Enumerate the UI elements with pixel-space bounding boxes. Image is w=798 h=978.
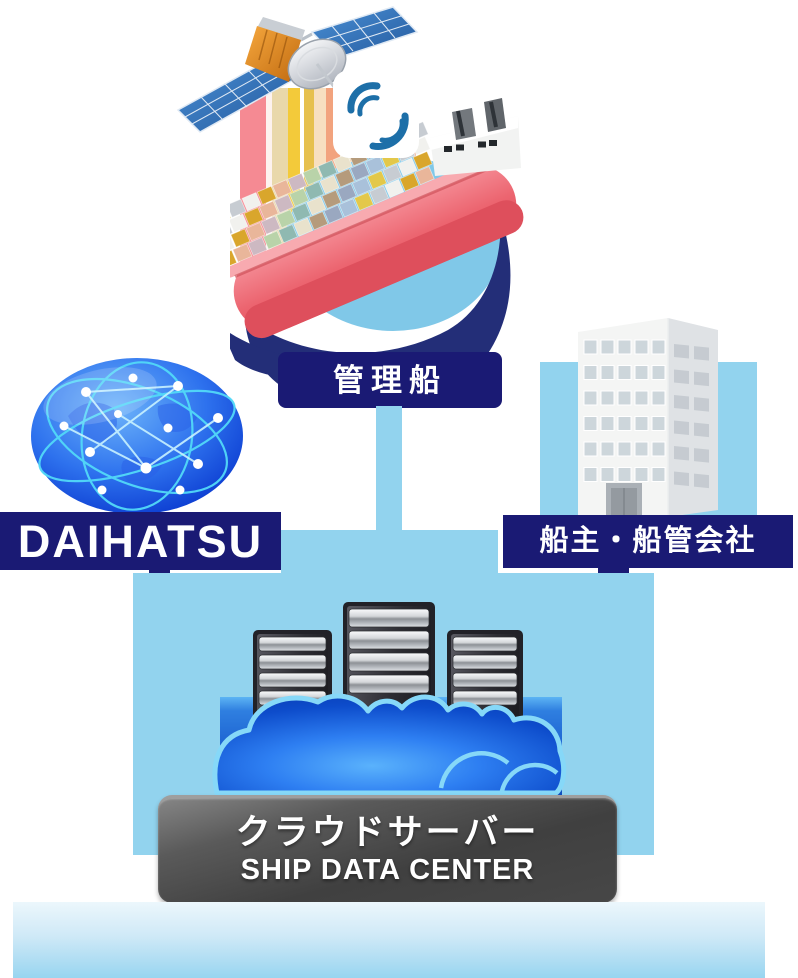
cloud-server-label-jp: クラウドサーバー [235,812,540,852]
owner-connector-stub [598,563,629,576]
managed-ship-label-text: 管理船 [333,362,447,398]
cloud-icon [212,693,567,796]
network-globe-icon [31,358,243,514]
ship-shadow [245,212,511,388]
managed-ship-label: 管理船 [278,352,502,408]
building-windows [583,339,709,489]
daihatsu-connector-stub [149,566,170,577]
connector-ship-vertical [376,406,402,532]
globe-network-chords [63,385,219,469]
daihatsu-logo-text: DAIHATSU [17,515,264,567]
satellite-body-top [257,17,305,42]
daihatsu-logo-label: DAIHATSU [0,512,281,570]
ship-owner-label: 船主・船管会社 [503,515,793,568]
cloud-server-label-en: SHIP DATA CENTER [240,854,535,887]
building-side-face [668,318,718,517]
cloud-server-plate: クラウドサーバー SHIP DATA CENTER [158,795,617,903]
ship-owner-label-text: 船主・船管会社 [539,525,757,557]
connector-horizontal-band [281,530,498,574]
wireless-signal-icon [333,70,419,158]
office-building-icon [578,318,718,517]
ship-superstructure [430,98,521,176]
bottom-bar [13,902,765,978]
globe-network-nodes [59,373,223,495]
ship-hull [230,154,524,339]
